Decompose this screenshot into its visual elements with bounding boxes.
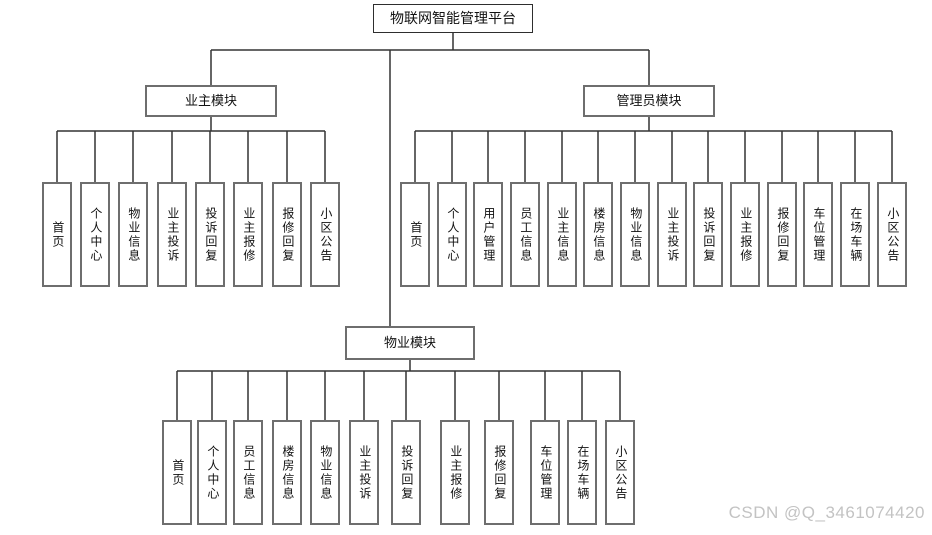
node-root-platform: 物联网智能管理平台 <box>373 4 533 33</box>
admin-leaf-community-notice: 小区公告 <box>877 182 907 287</box>
prop-leaf-repair-reply: 报修回复 <box>484 420 514 525</box>
admin-leaf-employee-info: 员工信息 <box>510 182 540 287</box>
prop-leaf-onsite-vehicles: 在场车辆 <box>567 420 597 525</box>
prop-leaf-owner-repair: 业主报修 <box>440 420 470 525</box>
node-admin-module: 管理员模块 <box>583 85 715 117</box>
node-property-module: 物业模块 <box>345 326 475 360</box>
owner-leaf-complaint-reply: 投诉回复 <box>195 182 225 287</box>
admin-leaf-parking-management: 车位管理 <box>803 182 833 287</box>
prop-leaf-owner-complaint: 业主投诉 <box>349 420 379 525</box>
owner-leaf-personal-center: 个人中心 <box>80 182 110 287</box>
admin-leaf-onsite-vehicles: 在场车辆 <box>840 182 870 287</box>
prop-leaf-parking-management: 车位管理 <box>530 420 560 525</box>
csdn-watermark: CSDN @Q_3461074420 <box>728 503 925 522</box>
owner-leaf-community-notice: 小区公告 <box>310 182 340 287</box>
prop-leaf-building-info: 楼房信息 <box>272 420 302 525</box>
owner-leaf-owner-complaint: 业主投诉 <box>157 182 187 287</box>
prop-leaf-home: 首页 <box>162 420 192 525</box>
prop-leaf-property-info: 物业信息 <box>310 420 340 525</box>
admin-leaf-owner-repair: 业主报修 <box>730 182 760 287</box>
admin-leaf-personal-center: 个人中心 <box>437 182 467 287</box>
admin-leaf-user-management: 用户管理 <box>473 182 503 287</box>
admin-leaf-owner-info: 业主信息 <box>547 182 577 287</box>
owner-leaf-owner-repair: 业主报修 <box>233 182 263 287</box>
admin-leaf-complaint-reply: 投诉回复 <box>693 182 723 287</box>
admin-leaf-building-info: 楼房信息 <box>583 182 613 287</box>
prop-leaf-complaint-reply: 投诉回复 <box>391 420 421 525</box>
prop-leaf-personal-center: 个人中心 <box>197 420 227 525</box>
admin-leaf-home: 首页 <box>400 182 430 287</box>
owner-leaf-repair-reply: 报修回复 <box>272 182 302 287</box>
prop-leaf-community-notice: 小区公告 <box>605 420 635 525</box>
owner-leaf-property-info: 物业信息 <box>118 182 148 287</box>
admin-leaf-owner-complaint: 业主投诉 <box>657 182 687 287</box>
node-owner-module: 业主模块 <box>145 85 277 117</box>
admin-leaf-property-info: 物业信息 <box>620 182 650 287</box>
prop-leaf-employee-info: 员工信息 <box>233 420 263 525</box>
owner-leaf-home: 首页 <box>42 182 72 287</box>
admin-leaf-repair-reply: 报修回复 <box>767 182 797 287</box>
